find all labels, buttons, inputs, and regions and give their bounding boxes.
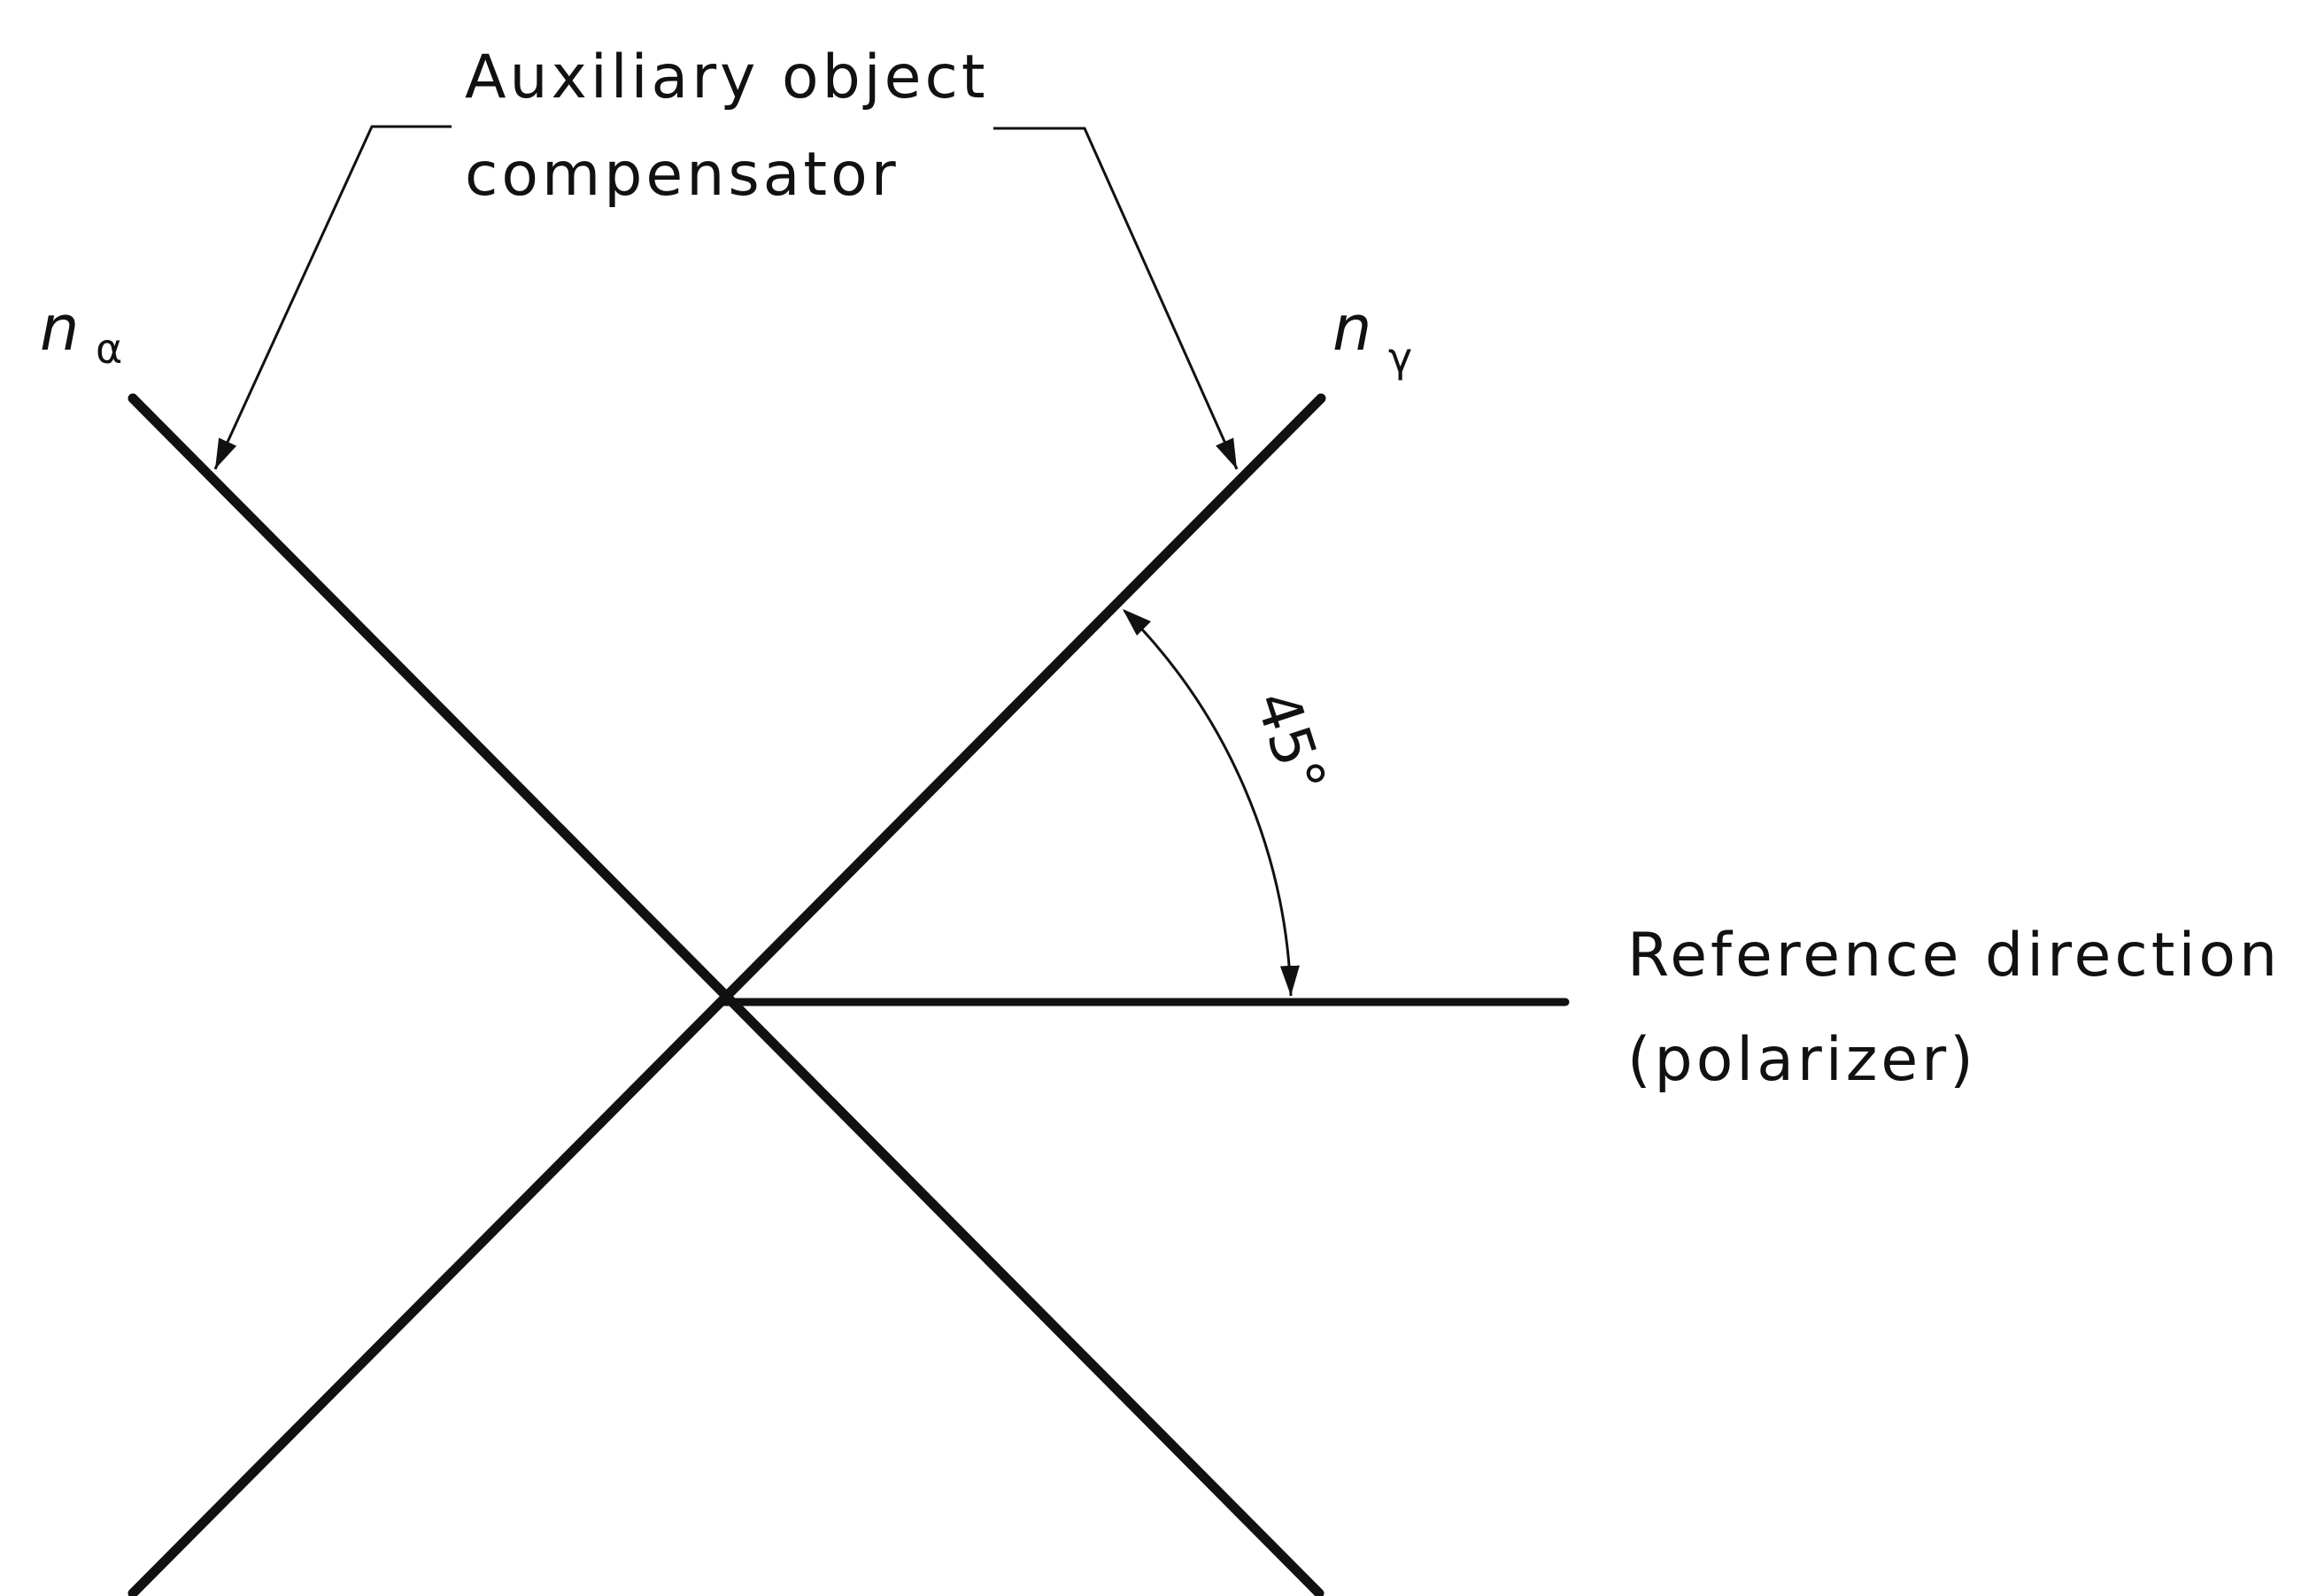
angle-label: 45° <box>1242 682 1339 802</box>
reference-direction-label-line1: Reference direction <box>1627 921 2281 991</box>
n-alpha-label-sub: α <box>96 325 122 373</box>
n-gamma-label-sub: γ <box>1388 334 1412 382</box>
callout-label-line1: Auxiliary object <box>465 42 989 112</box>
n-gamma-label-main: n <box>1332 292 1371 365</box>
n-gamma-axis-line <box>127 393 1326 1596</box>
callout-leader-right <box>993 127 1239 470</box>
reference-direction-label-line2: (polarizer) <box>1627 1025 1977 1095</box>
callout-leader-left <box>213 125 452 470</box>
angle-arc-start-arrow <box>1123 609 1151 636</box>
angle-arc <box>1123 609 1300 997</box>
n-alpha-label-main: n <box>40 292 79 365</box>
callout-label-line2: compensator <box>465 140 900 210</box>
